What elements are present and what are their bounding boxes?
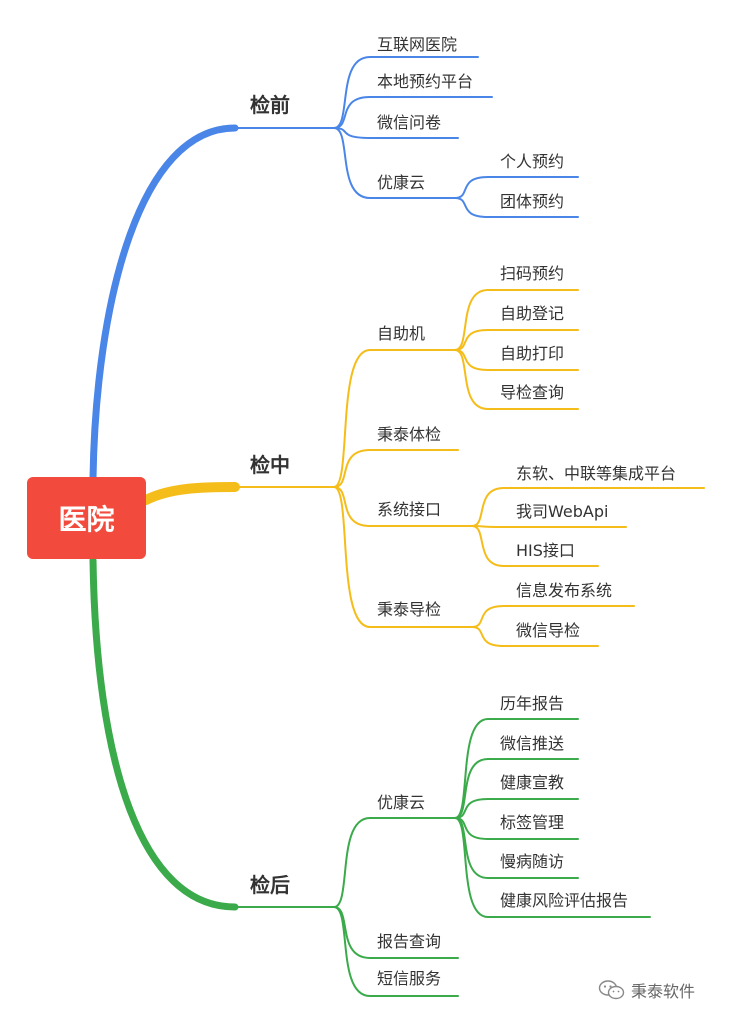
leaf-2-0-4[interactable]: 慢病随访 <box>500 852 565 871</box>
leaf-1-2-0[interactable]: 东软、中联等集成平台 <box>516 464 677 483</box>
branch-label-2[interactable]: 检后 <box>250 873 290 897</box>
node-1-3[interactable]: 秉泰导检 <box>377 600 442 619</box>
node-0-1[interactable]: 本地预约平台 <box>377 72 474 91</box>
leaf-0-3-0[interactable]: 个人预约 <box>500 152 565 171</box>
branch-label-1[interactable]: 检中 <box>250 453 290 477</box>
child-connector-1-3 <box>333 486 371 628</box>
root-node[interactable]: 医院 <box>27 477 146 559</box>
child-connector-0-0 <box>333 56 371 129</box>
leaf-1-2-2[interactable]: HIS接口 <box>516 541 575 560</box>
node-0-3[interactable]: 优康云 <box>377 173 426 192</box>
leaf-1-0-2[interactable]: 自助打印 <box>500 344 565 363</box>
branch-curve-2 <box>89 556 239 911</box>
node-2-2[interactable]: 短信服务 <box>377 969 442 988</box>
child-connector-1-1 <box>333 449 371 488</box>
leaf-1-0-0[interactable]: 扫码预约 <box>500 264 565 283</box>
watermark: 秉泰软件 <box>598 978 695 1002</box>
node-0-0[interactable]: 互联网医院 <box>377 35 458 54</box>
leaf-2-0-0[interactable]: 历年报告 <box>500 694 565 713</box>
leaf-connector-1-2-2 <box>471 525 505 567</box>
node-1-1[interactable]: 秉泰体检 <box>377 425 442 444</box>
leaf-1-3-1[interactable]: 微信导检 <box>516 621 581 640</box>
branch-curve-0 <box>89 124 239 482</box>
node-0-2[interactable]: 微信问卷 <box>377 113 442 132</box>
leaf-connector-1-0-3 <box>454 349 489 410</box>
leaf-connector-2-0-0 <box>454 718 489 819</box>
leaf-connector-1-3-0 <box>471 605 505 628</box>
node-1-2[interactable]: 系统接口 <box>377 500 442 519</box>
leaf-connector-0-3-1 <box>454 197 489 218</box>
child-connector-0-1 <box>333 96 371 129</box>
leaf-connector-1-2-0 <box>471 487 505 527</box>
child-connector-1-0 <box>333 349 371 488</box>
child-connector-1-2 <box>333 486 371 527</box>
leaf-1-0-1[interactable]: 自助登记 <box>500 304 565 323</box>
leaf-connector-0-3-0 <box>454 176 489 199</box>
watermark-text: 秉泰软件 <box>631 982 696 1001</box>
leaf-2-0-5[interactable]: 健康风险评估报告 <box>500 891 629 910</box>
leaf-connector-2-0-4 <box>454 817 489 879</box>
leaf-1-2-1[interactable]: 我司WebApi <box>516 502 609 521</box>
node-1-0[interactable]: 自助机 <box>377 324 426 343</box>
leaf-1-3-0[interactable]: 信息发布系统 <box>516 581 613 600</box>
leaf-connector-1-3-1 <box>471 626 505 647</box>
branch-curve-1 <box>141 482 240 505</box>
leaf-2-0-3[interactable]: 标签管理 <box>500 813 565 832</box>
branch-label-0[interactable]: 检前 <box>250 93 290 117</box>
child-connector-0-3 <box>333 127 371 199</box>
child-connector-2-2 <box>333 906 371 997</box>
leaf-2-0-2[interactable]: 健康宣教 <box>500 773 565 792</box>
child-connector-2-0 <box>333 817 371 908</box>
node-2-1[interactable]: 报告查询 <box>377 932 442 951</box>
leaf-1-0-3[interactable]: 导检查询 <box>500 383 565 402</box>
wechat-icon <box>598 980 625 1000</box>
leaf-connector-2-0-5 <box>454 817 489 918</box>
leaf-0-3-1[interactable]: 团体预约 <box>500 192 565 211</box>
leaf-connector-1-0-0 <box>454 289 489 351</box>
child-connector-0-2 <box>333 127 371 139</box>
leaf-connector-2-0-1 <box>454 758 489 819</box>
node-2-0[interactable]: 优康云 <box>377 793 426 812</box>
child-connector-2-1 <box>333 906 371 959</box>
leaf-2-0-1[interactable]: 微信推送 <box>500 734 565 753</box>
